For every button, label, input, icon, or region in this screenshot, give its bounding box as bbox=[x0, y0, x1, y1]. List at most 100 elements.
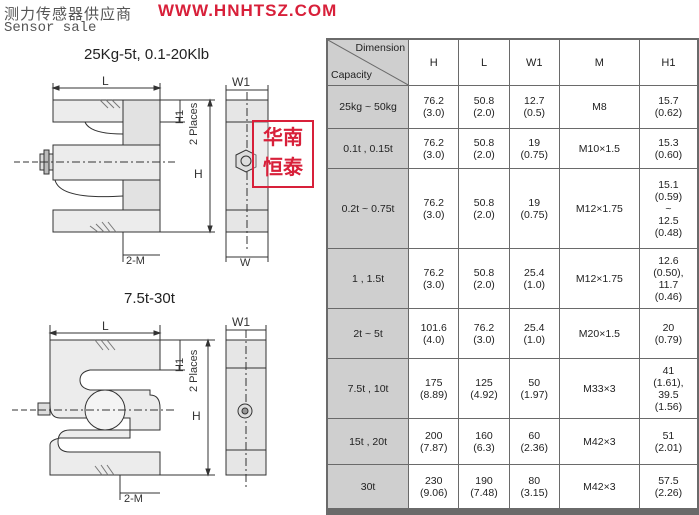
top-label-H: H bbox=[194, 167, 203, 181]
cell-line: 76.2 bbox=[423, 136, 444, 149]
cell-W1: 19(0.75) bbox=[508, 128, 560, 169]
cell-line: 25.4 bbox=[524, 266, 545, 279]
cell-line: (1.97) bbox=[520, 388, 548, 401]
cell-H: 76.2(3.0) bbox=[408, 85, 460, 129]
cell-W1: 80(3.15) bbox=[508, 464, 560, 509]
cell-line: (0.62) bbox=[654, 107, 683, 119]
cell-line: 50.8 bbox=[473, 196, 495, 209]
cell-line: M12×1.75 bbox=[575, 272, 623, 285]
cell-line: 39.5 bbox=[658, 388, 679, 401]
cell-line: (2.01) bbox=[654, 441, 683, 454]
cell-line: 50 bbox=[528, 376, 541, 389]
cell-H1: 51(2.01) bbox=[638, 418, 699, 465]
cell-H1: 15.1(0.59)~12.5(0.48) bbox=[638, 168, 699, 249]
cell-line: (2.26) bbox=[654, 486, 683, 499]
col-header-L: L bbox=[458, 39, 510, 86]
cell-M: M8 bbox=[558, 85, 640, 129]
cell-line: (0.46) bbox=[654, 290, 683, 303]
cell-L: 125(4.92) bbox=[458, 358, 510, 419]
cell-L: 190(7.48) bbox=[458, 464, 510, 509]
capacity-cell: 25kg ~ 50kg bbox=[326, 85, 410, 129]
cell-line: M20×1.5 bbox=[578, 327, 620, 340]
cell-line: 76.2 bbox=[423, 95, 444, 107]
cell-M: M42×3 bbox=[558, 464, 640, 509]
cell-H: 76.2(3.0) bbox=[408, 128, 460, 169]
company-name-cn: 测力传感器供应商 bbox=[4, 5, 133, 23]
cell-W1: 25.4(1.0) bbox=[508, 308, 560, 359]
cell-H: 200(7.87) bbox=[408, 418, 460, 465]
top-label-W: W bbox=[240, 257, 251, 268]
cell-line: 15.1 bbox=[658, 178, 679, 191]
bottom-label-H: H bbox=[192, 409, 201, 423]
cell-line: (3.15) bbox=[520, 486, 548, 499]
capacity-cell: 7.5t , 10t bbox=[326, 358, 410, 419]
cell-line: 76.2 bbox=[423, 266, 444, 279]
cell-M: M10×1.5 bbox=[558, 128, 640, 169]
bottom-label-M: 2-M bbox=[124, 493, 143, 505]
capacity-cell: 30t bbox=[326, 464, 410, 509]
capacity-cell: 2t ~ 5t bbox=[326, 308, 410, 359]
cell-H1: 20(0.79) bbox=[638, 308, 699, 359]
cell-line: (4.0) bbox=[422, 333, 445, 346]
top-drawing-caption: 25Kg-5t, 0.1-20Klb bbox=[84, 46, 210, 63]
cell-line: (1.61), bbox=[653, 376, 684, 389]
cell-line: 190 bbox=[475, 474, 493, 487]
top-label-places: 2 Places bbox=[188, 102, 200, 145]
col-header-H1: H1 bbox=[638, 39, 699, 86]
cell-line: (4.92) bbox=[470, 388, 498, 401]
cell-line: (2.0) bbox=[473, 208, 495, 221]
cell-line: (2.0) bbox=[473, 278, 495, 291]
capacity-cell: 0.1t , 0.15t bbox=[326, 128, 410, 169]
cell-line: (3.0) bbox=[422, 107, 445, 119]
cell-line: M12×1.75 bbox=[575, 202, 623, 215]
cell-M: M12×1.75 bbox=[558, 248, 640, 309]
cell-line: (3.0) bbox=[422, 278, 445, 291]
top-label-H1: H1 bbox=[174, 110, 186, 124]
col-header-M: M bbox=[558, 39, 640, 86]
cell-line: (7.48) bbox=[470, 486, 498, 499]
cell-line: (3.0) bbox=[422, 148, 445, 161]
cell-H1: 15.7(0.62) bbox=[638, 85, 699, 129]
cell-H1: 41(1.61),39.5(1.56) bbox=[638, 358, 699, 419]
cell-line: (0.50), bbox=[653, 266, 684, 279]
cell-W1: 50(1.97) bbox=[508, 358, 560, 419]
cell-line: 200 bbox=[424, 429, 443, 442]
cell-line: 50.8 bbox=[473, 95, 495, 107]
cell-line: M42×3 bbox=[583, 480, 616, 493]
cell-W1: 19(0.75) bbox=[508, 168, 560, 249]
capacity-cell: 15t , 20t bbox=[326, 418, 410, 465]
website-url[interactable]: WWW.HNHTSZ.COM bbox=[158, 1, 338, 20]
cell-line: (0.60) bbox=[654, 148, 683, 161]
cell-H: 230(9.06) bbox=[408, 464, 460, 509]
cell-L: 50.8(2.0) bbox=[458, 128, 510, 169]
cell-M: M20×1.5 bbox=[558, 308, 640, 359]
cell-line: 51 bbox=[662, 429, 675, 442]
bottom-label-H1: H1 bbox=[174, 358, 186, 372]
col-header-H: H bbox=[408, 39, 460, 86]
cell-line: M10×1.5 bbox=[578, 142, 620, 155]
capacity-cell: 0.2t ~ 0.75t bbox=[326, 168, 410, 249]
bottom-label-places: 2 Places bbox=[188, 349, 200, 392]
cell-line: 20 bbox=[662, 321, 675, 334]
cell-line: 12.6 bbox=[658, 254, 679, 267]
cell-L: 160(6.3) bbox=[458, 418, 510, 465]
cell-M: M12×1.75 bbox=[558, 168, 640, 249]
cell-H1: 12.6(0.50),11.7(0.46) bbox=[638, 248, 699, 309]
cell-line: 50.8 bbox=[473, 266, 495, 279]
table-corner: Dimension Capacity bbox=[326, 39, 410, 86]
cell-W1: 25.4(1.0) bbox=[508, 248, 560, 309]
cell-H1: 15.3(0.60) bbox=[638, 128, 699, 169]
cell-line: (8.89) bbox=[420, 388, 448, 401]
top-label-W1: W1 bbox=[232, 75, 250, 89]
cell-line: (1.56) bbox=[654, 400, 683, 413]
cell-H: 101.6(4.0) bbox=[408, 308, 460, 359]
cell-W1: 60(2.36) bbox=[508, 418, 560, 465]
cell-line: (3.0) bbox=[473, 333, 495, 346]
